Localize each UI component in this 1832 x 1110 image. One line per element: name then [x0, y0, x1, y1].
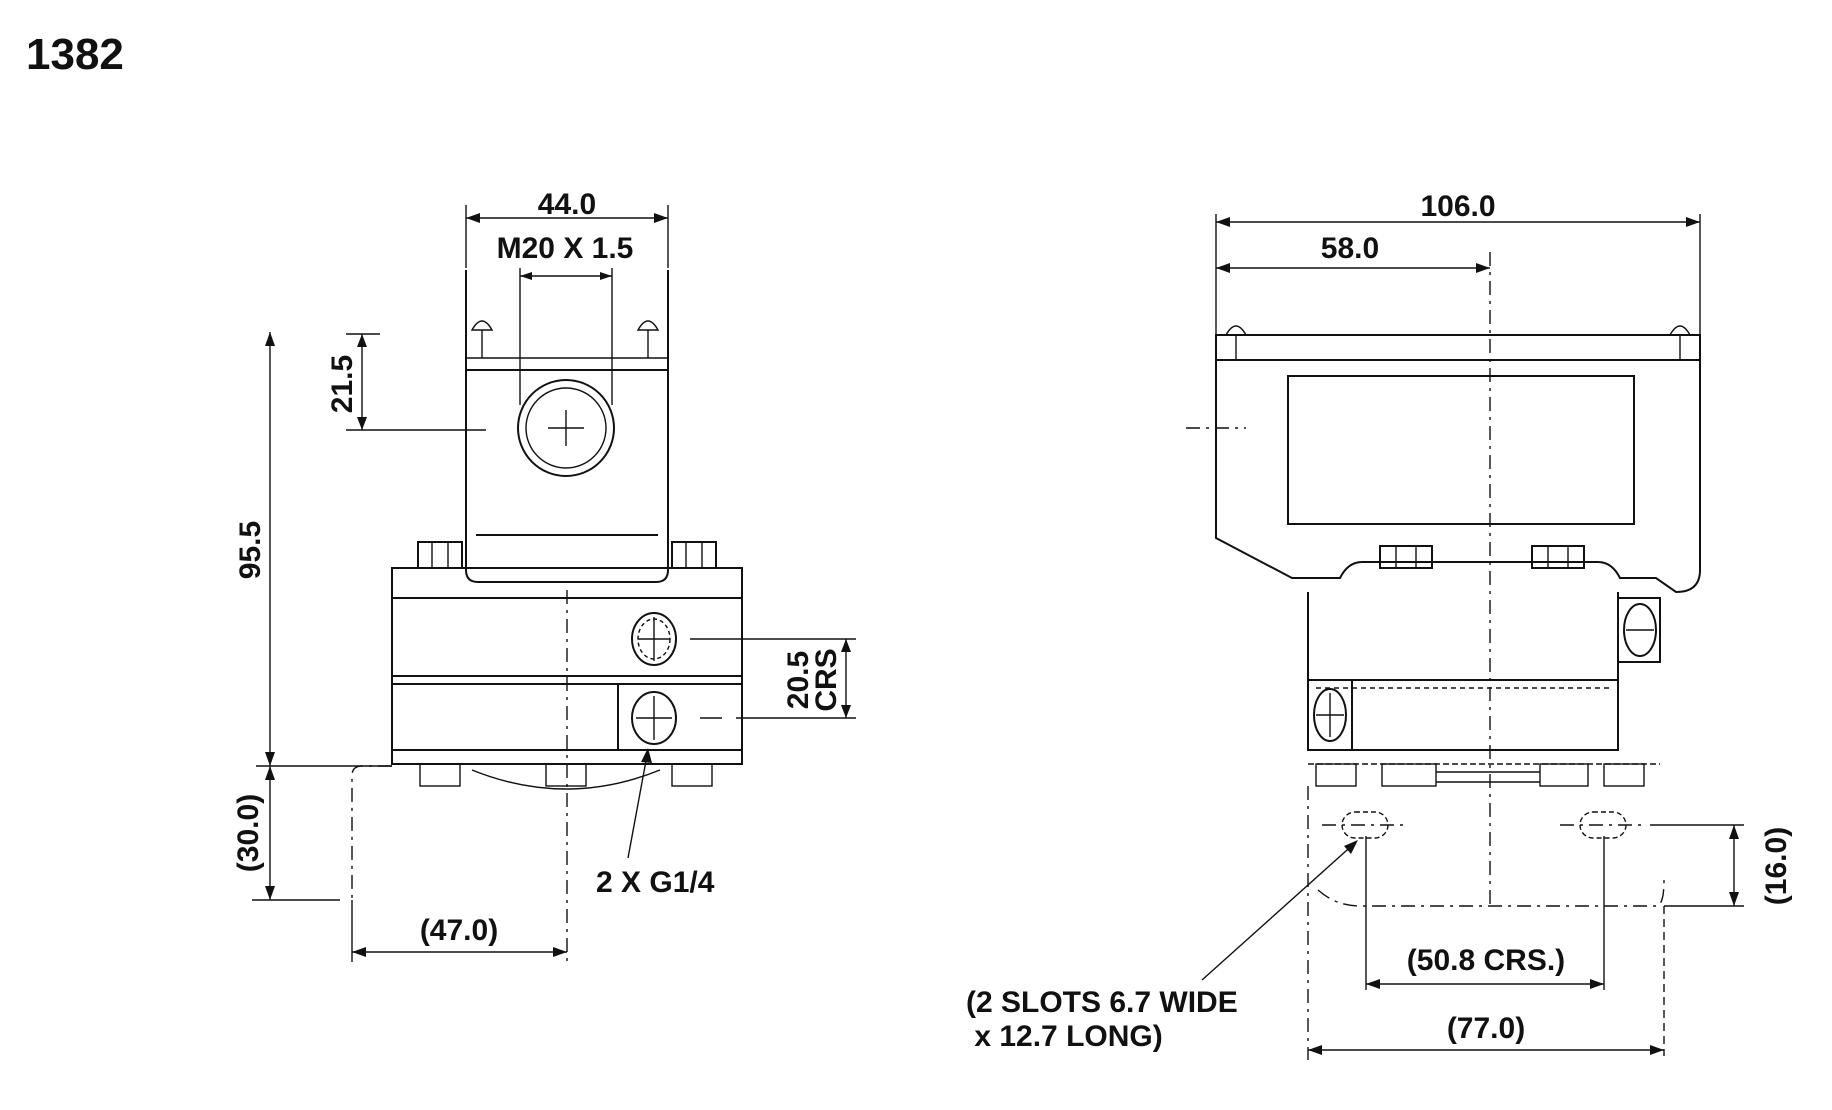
dim-bracket-width: (77.0)	[1447, 1012, 1525, 1045]
slot-note-line1: (2 SLOTS 6.7 WIDE	[966, 986, 1238, 1019]
dim-port-crs-unit: CRS	[810, 648, 843, 711]
side-port-left-icon	[1313, 688, 1347, 742]
front-screw-left	[470, 320, 494, 358]
front-nut-left	[417, 541, 463, 569]
side-port-housing-right	[1617, 597, 1661, 663]
front-nut-right	[671, 541, 717, 569]
slot-leader	[1201, 841, 1357, 981]
display-window	[1287, 375, 1635, 525]
dim-width-side: 106.0	[1420, 190, 1495, 223]
side-bottom-nuts	[1308, 763, 1660, 787]
side-screw-right	[1668, 325, 1692, 360]
side-port-right-icon	[1623, 603, 1657, 657]
side-nut-right	[1531, 545, 1585, 569]
port-note: 2 X G1/4	[596, 866, 715, 899]
side-body	[1307, 592, 1619, 751]
conduit-entry-inner	[525, 387, 607, 469]
front-bracket-outline	[351, 765, 392, 900]
slot-right-icon	[1560, 811, 1646, 990]
slot-left-icon	[1322, 811, 1408, 990]
slot-note-line2: x 12.7 LONG)	[966, 1020, 1163, 1053]
port-upper-icon	[631, 612, 677, 666]
front-bottom-nuts	[419, 763, 713, 790]
dim-thread: M20 X 1.5	[497, 232, 634, 265]
side-view: 106.0 58.0 (16.0) (50.8 CRS.) (77.0) (2 …	[966, 190, 1793, 1060]
dim-bracket-drop: (30.0)	[232, 794, 265, 872]
dim-port-crs-value: 20.5	[782, 651, 815, 709]
dim-top-offset: 21.5	[326, 355, 359, 413]
dim-bracket-reach: (47.0)	[420, 914, 498, 947]
side-port-housing-left	[1307, 679, 1353, 751]
front-view: 44.0 M20 X 1.5 21.5 95.5 20.5 CRS (30.0)	[232, 188, 856, 965]
port-leader	[627, 749, 649, 859]
side-bracket-outline	[1307, 786, 1665, 1060]
front-screw-right	[636, 320, 660, 358]
conduit-entry-outer	[517, 379, 615, 477]
dim-width-front: 44.0	[538, 188, 596, 221]
side-nut-left	[1379, 545, 1433, 569]
side-head-outline	[1215, 334, 1701, 594]
page-title: 1382	[26, 30, 124, 79]
front-head-outline	[465, 270, 669, 583]
dim-height: 95.5	[234, 521, 267, 579]
dim-slot-crs: (50.8 CRS.)	[1407, 944, 1565, 977]
dim-center: 58.0	[1321, 232, 1379, 265]
side-screw-left	[1224, 325, 1248, 360]
port-lower-icon	[631, 691, 677, 745]
dim-slot-drop: (16.0)	[1760, 827, 1793, 905]
